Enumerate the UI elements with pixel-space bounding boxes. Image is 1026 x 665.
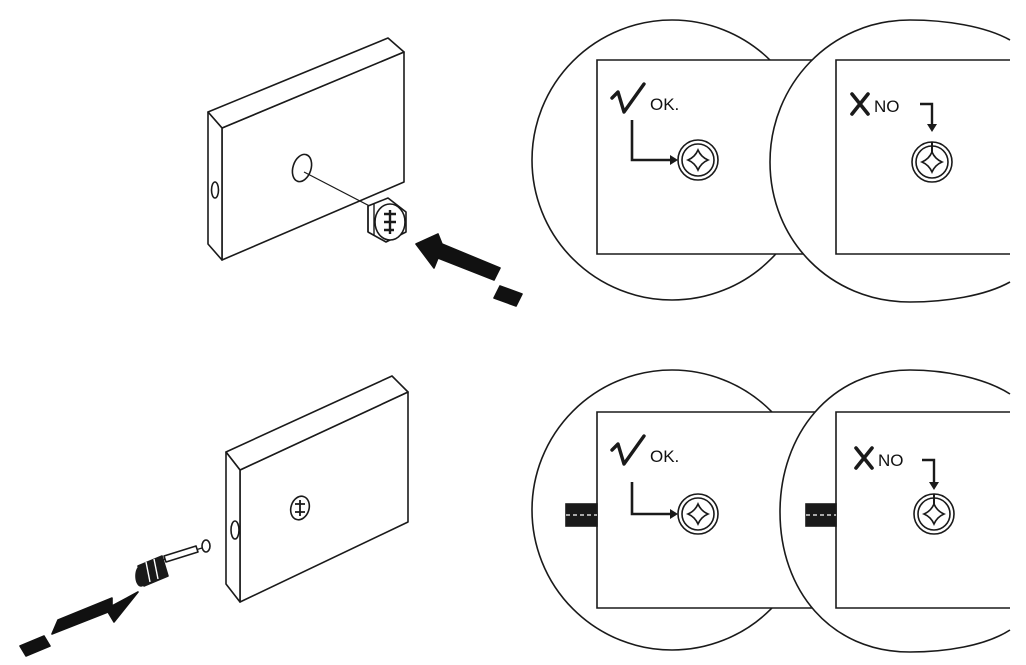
top-no-cam-icon	[911, 141, 953, 183]
x-mark-icon	[850, 92, 870, 116]
top-no-panel-face	[835, 59, 1010, 255]
top-no-marks: NO	[850, 92, 953, 183]
connector-bolt-icon	[135, 539, 211, 587]
bottom-ok-pointer-head	[670, 509, 678, 519]
top-ok-cam-icon	[677, 139, 719, 181]
top-no-label: NO	[874, 97, 900, 116]
bottom-ok-cam-icon	[677, 493, 719, 535]
bottom-panel-side-hole	[230, 520, 240, 540]
checkmark-icon	[610, 82, 646, 114]
top-ok-pointer	[630, 120, 676, 162]
top-push-arrow-icon	[415, 233, 523, 307]
bottom-ok-label: OK.	[650, 447, 679, 466]
bottom-panel-face-cam	[289, 495, 311, 521]
checkmark-icon	[610, 434, 646, 466]
bottom-panel-illustration	[19, 375, 409, 657]
bottom-no-detail	[779, 369, 1011, 653]
top-panel-illustration	[207, 37, 523, 307]
top-no-pointer-head	[927, 124, 937, 132]
top-panel-face-hole	[291, 153, 313, 183]
bottom-no-pointer	[922, 458, 936, 484]
bottom-push-arrow-icon	[19, 591, 139, 657]
top-ok-pointer-head	[670, 155, 678, 165]
bottom-no-marks: NO	[854, 446, 955, 535]
cam-lock-icon	[367, 197, 407, 243]
bottom-ok-pointer	[630, 482, 676, 516]
bottom-ok-marks: OK.	[610, 434, 719, 535]
bottom-ok-detail	[531, 369, 816, 651]
x-mark-icon	[854, 446, 874, 470]
top-ok-label: OK.	[650, 95, 679, 114]
top-panel-side-hole	[210, 181, 220, 199]
top-no-detail	[769, 19, 1011, 303]
bottom-no-cam-icon	[913, 493, 955, 535]
bottom-no-label: NO	[878, 451, 904, 470]
bottom-no-pointer-head	[929, 482, 939, 490]
top-ok-marks: OK.	[610, 82, 719, 181]
top-no-pointer	[920, 102, 934, 126]
bottom-no-panel-face	[835, 411, 1010, 609]
